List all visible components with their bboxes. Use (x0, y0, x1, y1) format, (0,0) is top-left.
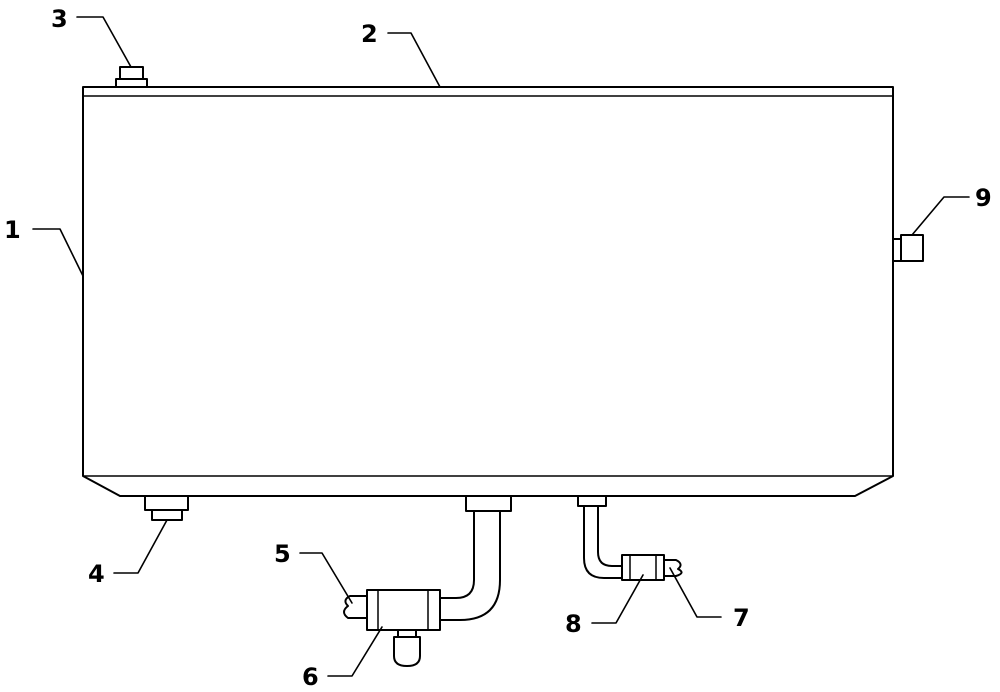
small-pipe-assembly (577, 495, 683, 581)
callout-labels: 1 2 3 4 5 6 7 8 9 (4, 5, 992, 691)
tank-body (82, 86, 894, 497)
top-port (115, 66, 148, 88)
bottom-foot (144, 495, 189, 521)
leader-4 (113, 519, 168, 574)
callout-9: 9 (975, 184, 992, 212)
side-port (892, 234, 924, 262)
leader-9 (911, 196, 970, 236)
callout-6: 6 (302, 663, 319, 691)
callout-2: 2 (361, 20, 378, 48)
leader-5 (299, 552, 353, 604)
callout-3: 3 (51, 5, 68, 33)
leader-3 (76, 16, 132, 68)
callout-8: 8 (565, 610, 582, 638)
leader-2 (387, 32, 441, 88)
leader-7 (669, 567, 722, 618)
callout-4: 4 (88, 560, 105, 588)
callout-7: 7 (733, 604, 750, 632)
leader-8 (591, 574, 644, 624)
leader-1 (32, 228, 84, 277)
leader-lines (32, 16, 970, 677)
leader-6 (327, 626, 383, 677)
outlet-pipe-assembly (343, 495, 512, 667)
callout-5: 5 (274, 540, 291, 568)
callout-1: 1 (4, 216, 21, 244)
